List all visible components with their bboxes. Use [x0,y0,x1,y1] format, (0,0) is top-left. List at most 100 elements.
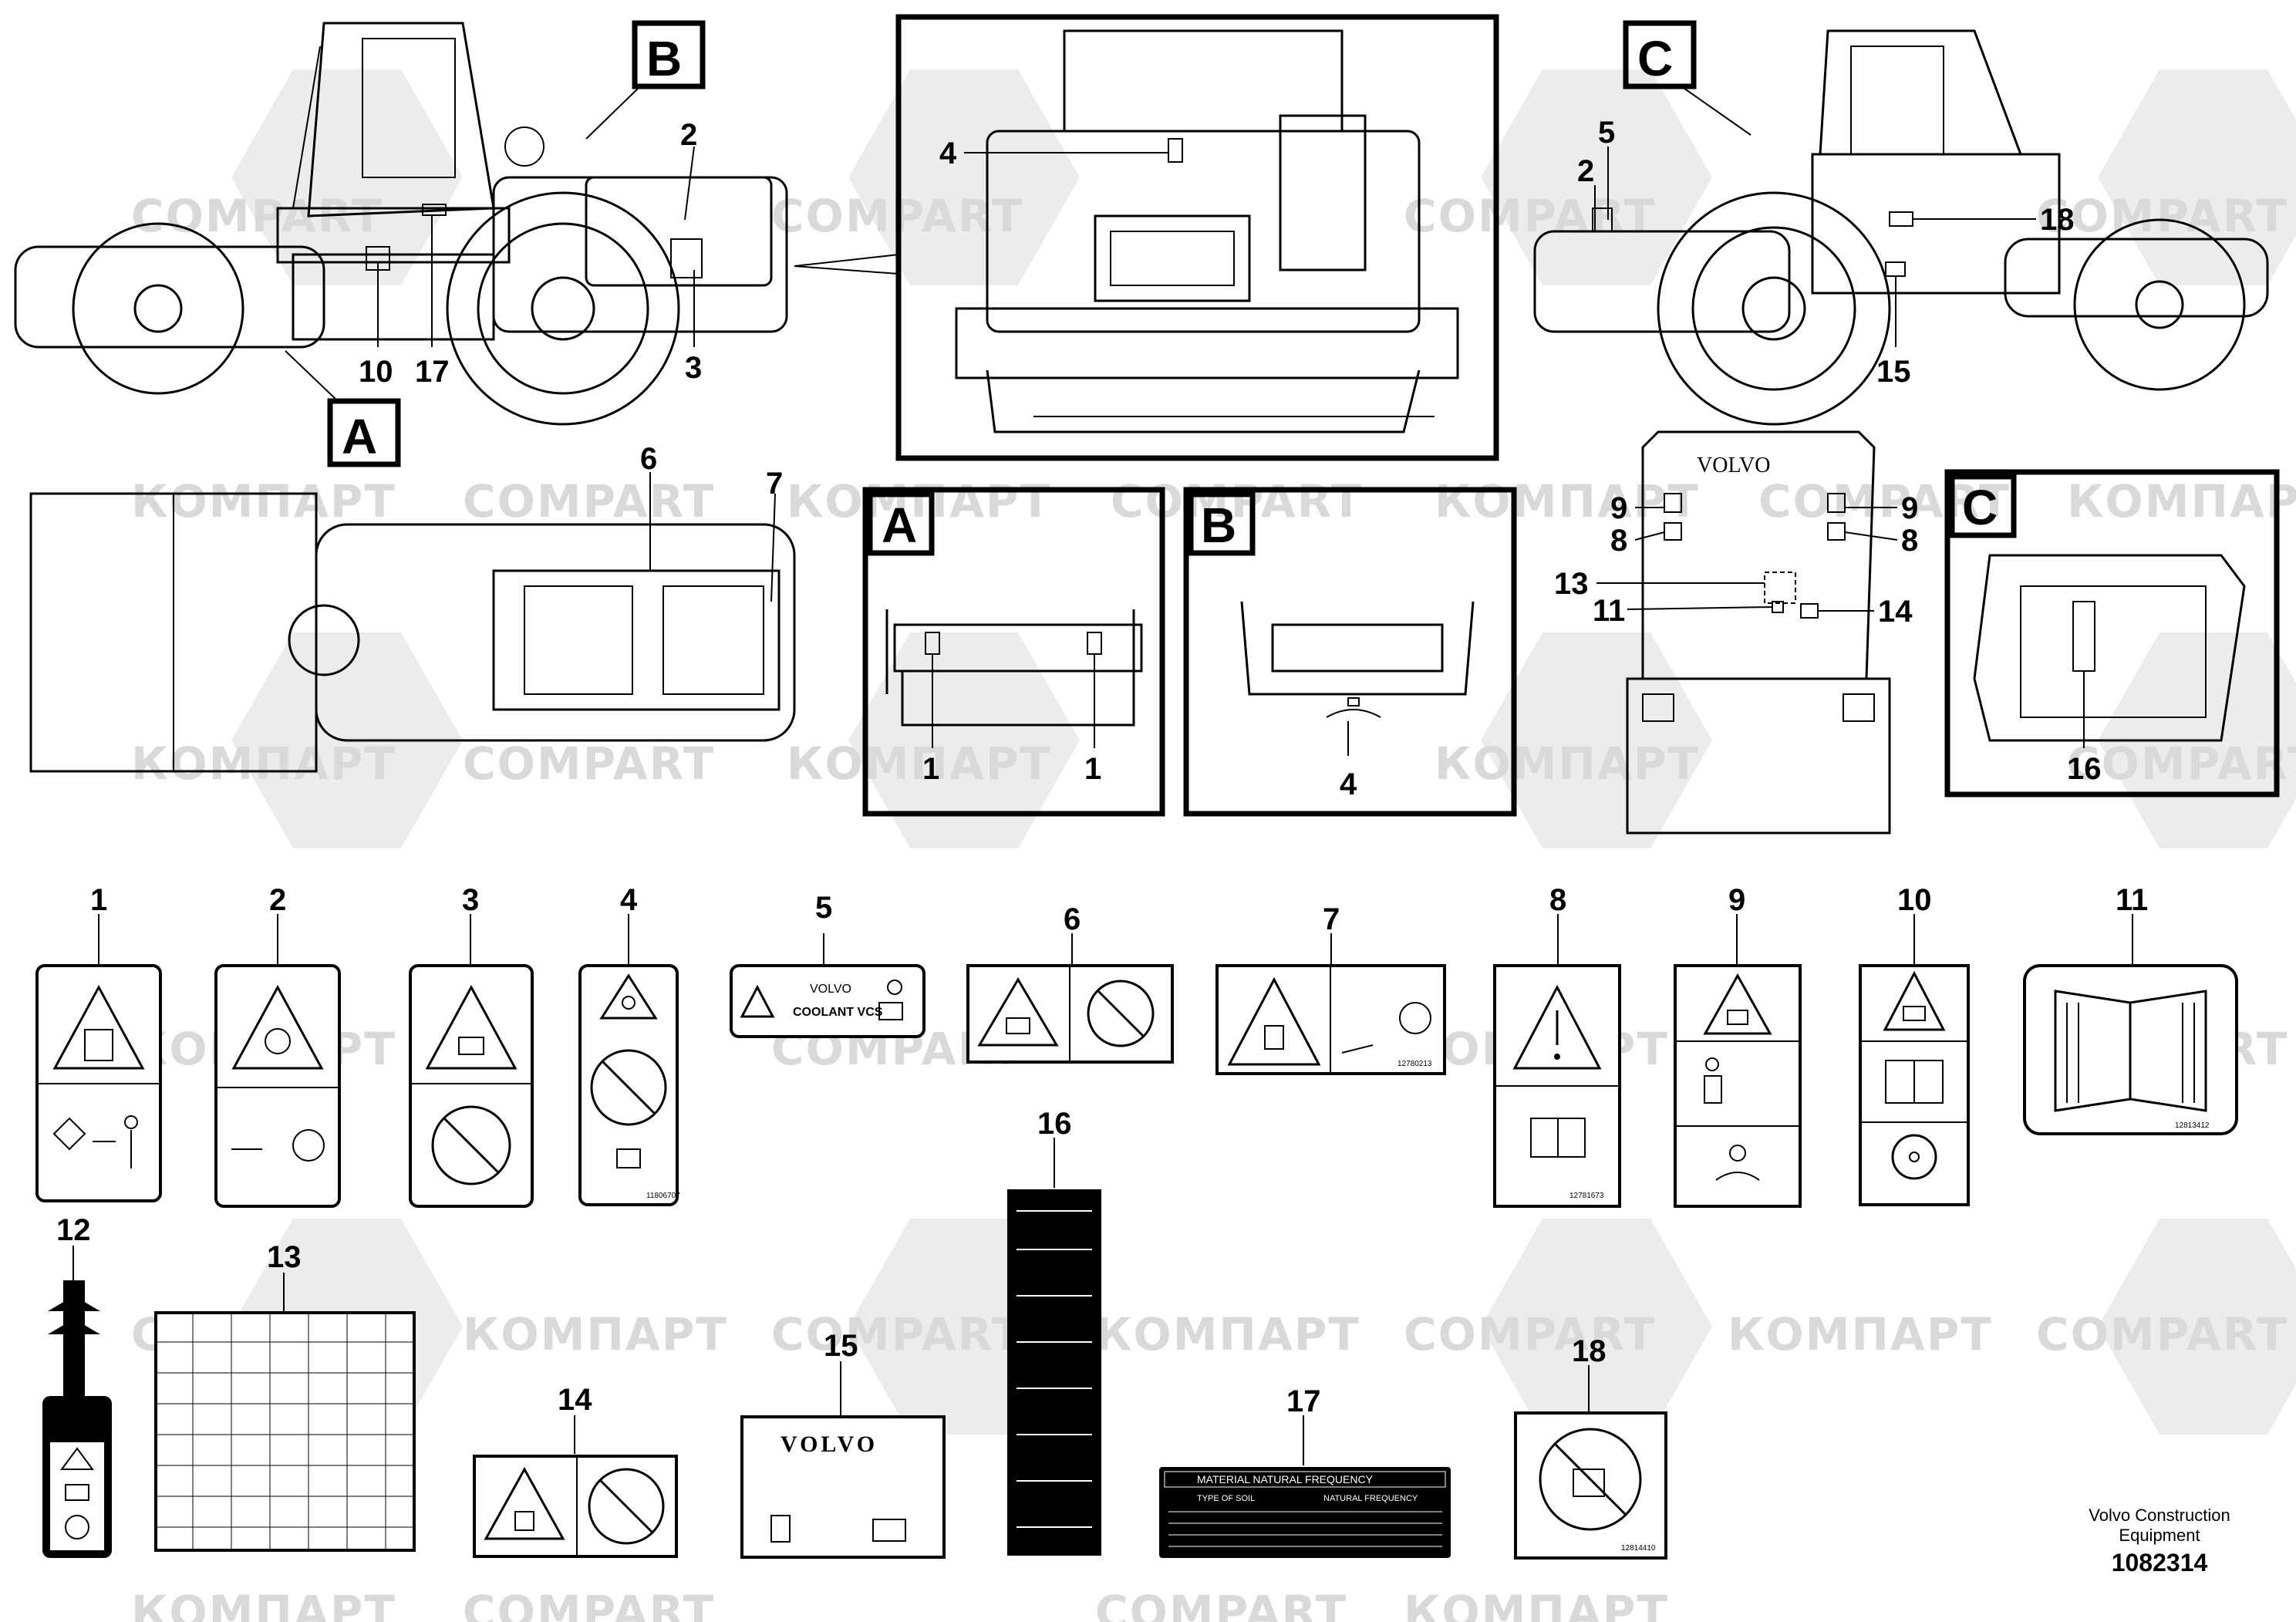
decal-13 [154,1311,416,1552]
callout-left-10: 10 [359,355,393,389]
decal-12-number: 12 [56,1213,91,1247]
no-step-icon [590,1049,667,1126]
decal-17-col1: TYPE OF SOIL [1197,1494,1255,1503]
keep-clear-icon [52,1115,138,1168]
footer-company: Volvo Construction Equipment [2052,1506,2267,1546]
view-letter-c: C [1637,31,1673,86]
decal-13-number: 13 [267,1240,302,1274]
fan-keep-hands-away-icon [231,1129,325,1162]
view-letter-b-box [632,20,706,89]
wm-3: COMPART [1404,190,1656,242]
detail-a-letter: A [882,497,917,553]
hot-surface-icon [622,996,636,1010]
decal-17-col2: NATURAL FREQUENCY [1323,1494,1418,1503]
decal-7-code: 12780213 [1397,1060,1432,1068]
wm-14: КОМПАРТ [787,737,1052,790]
fuel-icon [770,1515,791,1543]
warning-exclamation-icon [1554,1010,1560,1060]
manual-icon [1885,1060,1944,1104]
footer-doc-number: 1082314 [2111,1549,2208,1576]
decal-5-text: COOLANT VCS [793,1006,883,1019]
detail-b-letter: B [1201,497,1236,553]
callout-a-1a: 1 [922,752,939,786]
decal-11-number: 11 [2116,883,2148,917]
callout-rear-14: 14 [1878,595,1913,629]
decal-14-number: 14 [558,1383,592,1417]
keep-hands-away-icon [1341,1002,1431,1054]
callout-engine-4: 4 [939,137,957,170]
rollover-hazard-icon [1727,1010,1748,1025]
watermark-layer: COMPART COMPART COMPART COMPART КОМПАРТ … [131,69,2296,1622]
decal-7: 12780213 [1215,964,1446,1075]
manual-book-icon-15 [872,1519,906,1542]
engine-detail-drawing [955,29,1459,433]
no-open-flame-icon [431,1105,511,1185]
wm-5: КОМПАРТ [131,475,396,528]
coolant-icon [878,980,903,1020]
decal-2-number: 2 [269,883,286,917]
steering-wheel-icon [1891,1134,1937,1180]
wm-29: COMPART [463,1586,715,1622]
callout-right-18: 18 [2040,203,2075,237]
decal-18-number: 18 [1572,1334,1607,1368]
decal-10 [1859,964,1970,1206]
decal-18: 12814410 [1514,1411,1667,1560]
callout-c-16: 16 [2067,752,2102,786]
wm-9: КОМПАРТ [1435,475,1700,528]
decal-5-brand: VOLVO [810,983,851,996]
rear-view-brand: VOLVO [1697,454,1770,477]
decal-2 [214,964,341,1208]
decal-18-code: 12814410 [1621,1544,1656,1553]
wm-28: КОМПАРТ [131,1586,396,1622]
callout-right-5: 5 [1598,116,1615,150]
decal-3 [409,964,534,1208]
top-view [29,492,796,773]
detail-c-label-box [1949,474,2017,538]
wm-11: КОМПАРТ [2067,475,2296,528]
decal-10-number: 10 [1897,883,1932,917]
decal-17-number: 17 [1286,1384,1321,1418]
view-letter-a: A [342,409,377,464]
wm-25: COMPART [1404,1308,1656,1361]
decal-5: VOLVO COOLANT VCS [730,964,925,1038]
battery-explosion-icon [458,1037,484,1055]
steering-icon [65,1515,89,1539]
callout-b-4: 4 [1340,767,1357,801]
detail-c-letter: C [1962,480,1998,535]
manual-book-icon [616,1148,641,1168]
detail-a-drawing [885,609,1143,727]
footer-company-line2: Equipment [2119,1526,2200,1545]
detail-a-frame [862,487,1165,817]
callout-top-7: 7 [766,467,783,501]
decal-15-number: 15 [824,1329,858,1363]
detail-b-frame [1183,487,1517,817]
view-letter-b: B [646,31,682,86]
decal-8: 12781673 [1493,964,1621,1208]
decal-3-number: 3 [462,883,479,917]
rear-view: VOLVO [1626,430,1891,835]
wm-22: КОМПАРТ [463,1308,728,1361]
decal-17: MATERIAL NATURAL FREQUENCY TYPE OF SOIL … [1159,1467,1451,1558]
fan-hazard-icon [265,1028,291,1054]
decal-17-title: MATERIAL NATURAL FREQUENCY [1197,1473,1374,1485]
wm-10: COMPART [1758,475,2011,528]
pinch-point-icon [1264,1025,1284,1050]
decal-14 [473,1455,678,1558]
decal-5-number: 5 [815,891,832,925]
read-manual-icon [1530,1118,1586,1158]
engine-detail-frame [895,14,1499,461]
detail-b-drawing [1240,601,1475,718]
tip-over-hazard-icon [514,1511,534,1531]
callout-left-2: 2 [680,118,697,152]
wm-15: КОМПАРТ [1435,737,1700,790]
wm-6: COMPART [463,475,715,528]
wm-16: COMPART [2067,737,2296,790]
detail-b-label-box [1188,491,1256,556]
callout-rear-13: 13 [1554,567,1589,601]
wm-30: COMPART [1095,1586,1347,1622]
detail-c-drawing [1973,554,2246,742]
book-icon [65,1484,89,1501]
decal-15-brand: VOLVO [781,1431,878,1457]
callout-a-1b: 1 [1084,752,1101,786]
